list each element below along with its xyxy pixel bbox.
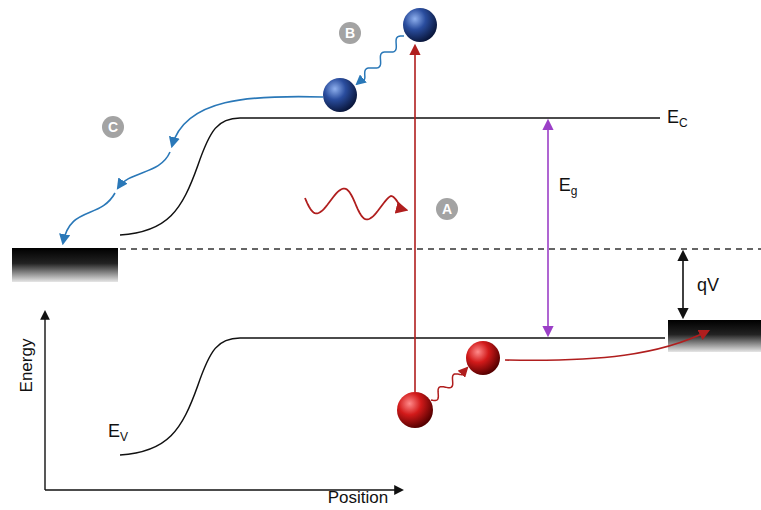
electron-path: [172, 97, 323, 146]
art-part: C: [679, 116, 688, 130]
conduction-band-edge: [120, 118, 660, 235]
thermalization-wave: [431, 368, 467, 401]
step-letter: B: [339, 22, 361, 44]
photon-wave: [305, 189, 406, 220]
marker-circle-fill: [339, 22, 361, 44]
electron: [403, 8, 437, 42]
art-part: E: [667, 107, 679, 127]
step-marker: A: [436, 198, 458, 220]
art-part: E: [108, 421, 120, 441]
electron-path: [118, 152, 170, 188]
thermalization-wave: [357, 36, 404, 84]
step-marker: C: [102, 116, 124, 138]
band-label: EV: [108, 422, 128, 443]
band-label: EC: [667, 108, 688, 129]
step-marker: B: [339, 22, 361, 44]
hole: [397, 392, 433, 428]
art-part: g: [571, 184, 578, 198]
right-contact: [668, 320, 761, 352]
left-contact: [12, 248, 118, 282]
step-letter: C: [102, 116, 124, 138]
art-part: E: [559, 175, 571, 195]
electron: [323, 78, 357, 112]
axis-label: Position: [328, 489, 388, 506]
hole: [466, 341, 500, 375]
marker-circle-fill: [102, 116, 124, 138]
gap-label: Eg: [559, 176, 578, 197]
voltage-label: qV: [697, 276, 719, 294]
bandgap-arrow: [547, 121, 549, 335]
marker-circle-fill: [436, 198, 458, 220]
voltage-arrow: [682, 252, 684, 317]
wave-group: [305, 36, 467, 401]
valence-band-edge: [120, 338, 665, 455]
axis-label: Energy: [19, 338, 36, 392]
hole-path: [505, 331, 708, 360]
fermi-level: [120, 248, 761, 249]
energy-axis: [44, 312, 45, 490]
electron-path: [63, 193, 115, 243]
art-part: V: [120, 430, 128, 444]
step-letter: A: [436, 198, 458, 220]
excitation-arrow: [414, 46, 416, 392]
